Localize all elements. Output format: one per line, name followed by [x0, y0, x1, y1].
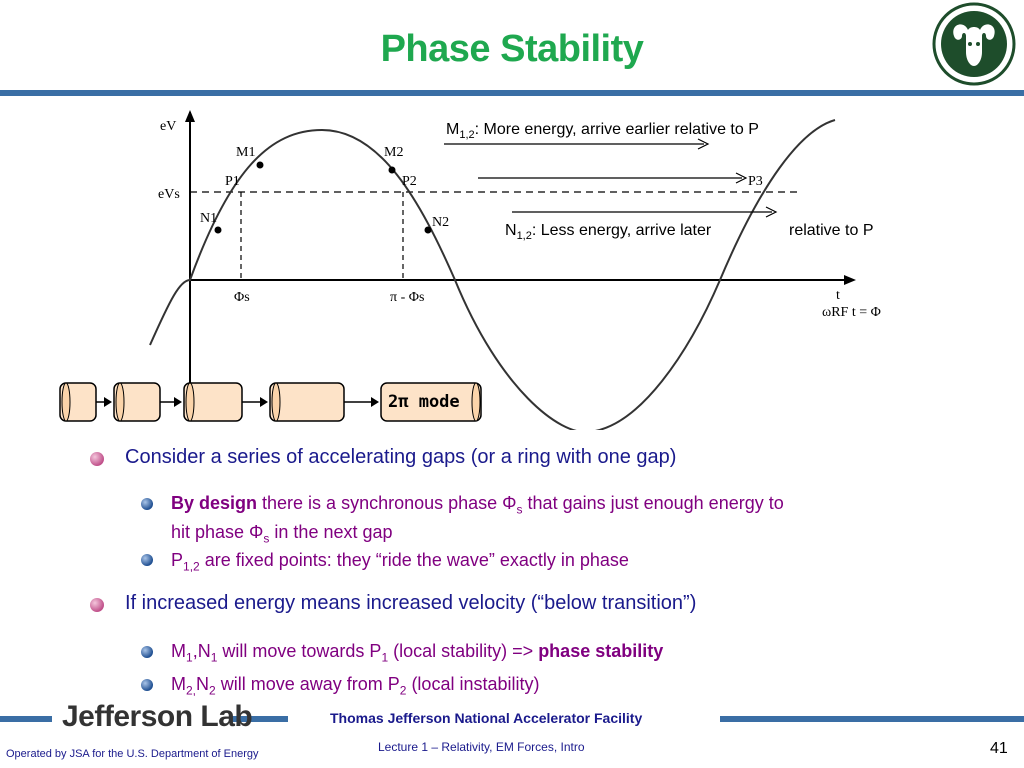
- page-number: 41: [990, 740, 1008, 757]
- operated-by: Operated by JSA for the U.S. Department …: [6, 748, 259, 760]
- n1-point: [214, 226, 222, 234]
- cylinder-5: [380, 382, 482, 422]
- phi-s-label: Φs: [234, 290, 250, 305]
- bullet-2-1: M1,N1 will move towards P1 (local stabil…: [171, 641, 664, 665]
- y-axis-arrow: [185, 110, 195, 122]
- bullet-2-icon: [90, 598, 104, 612]
- n-annotation: N1,2: Less energy, arrive later: [505, 222, 712, 243]
- x-axis-arrow: [844, 275, 856, 285]
- m1-point: [256, 161, 264, 169]
- footer-bar-right: [720, 716, 1024, 722]
- rf-wave: [149, 119, 836, 430]
- footer-bar-mid: [232, 716, 288, 722]
- footer-bar-left: [0, 716, 52, 722]
- y-axis-label: eV: [160, 119, 176, 134]
- t-label: t: [836, 288, 840, 303]
- phase-stability-figure: eV eVs M1 M2 P1 P2 P3 N1 N2 Φs π - Φs t …: [59, 110, 881, 430]
- cylinder-4: [269, 382, 345, 422]
- n-annotation-tail: relative to P: [789, 222, 874, 239]
- lecture-label: Lecture 1 – Relativity, EM Forces, Intro: [378, 740, 585, 754]
- facility-name: Thomas Jefferson National Accelerator Fa…: [330, 710, 643, 726]
- m2-point: [388, 166, 396, 174]
- title-divider: [0, 90, 1024, 96]
- omega-label: ωRF t = Φ: [822, 305, 881, 320]
- bullet-2-2: M2,N2 will move away from P2 (local inst…: [171, 674, 540, 698]
- n1-label: N1: [200, 211, 217, 226]
- n-arrow-head: [765, 206, 778, 218]
- jefferson-lab-logo: Jefferson Lab: [62, 700, 253, 733]
- bullet-1-2-icon: [141, 554, 153, 566]
- bullet-1-1: By design there is a synchronous phase Φ…: [171, 493, 784, 546]
- pi-minus-phi-s-label: π - Φs: [390, 290, 424, 305]
- m-arrow-head: [697, 138, 710, 150]
- p1-label: P1: [225, 174, 240, 189]
- m-annotation: M1,2: More energy, arrive earlier relati…: [446, 121, 759, 142]
- cavity-cylinders: [59, 382, 482, 422]
- bullet-2-1-icon: [141, 646, 153, 658]
- p3-label: P3: [748, 174, 763, 189]
- bullet-2-2-icon: [141, 679, 153, 691]
- bullet-2: If increased energy means increased velo…: [125, 592, 697, 614]
- p2-label: P2: [402, 174, 417, 189]
- p-arrow-head: [735, 172, 748, 184]
- n2-label: N2: [432, 215, 449, 230]
- ram-logo-icon: [932, 2, 1016, 86]
- eVs-label: eVs: [158, 187, 180, 202]
- m1-label: M1: [236, 145, 255, 160]
- bullet-1-icon: [90, 452, 104, 466]
- slide-title: Phase Stability: [380, 28, 644, 70]
- bullet-1-2: P1,2 are fixed points: they “ride the wa…: [171, 550, 629, 574]
- m2-label: M2: [384, 145, 403, 160]
- bullet-1-1-icon: [141, 498, 153, 510]
- n2-point: [424, 226, 432, 234]
- mode-label: 2π mode: [388, 392, 460, 412]
- bullet-1: Consider a series of accelerating gaps (…: [125, 446, 677, 468]
